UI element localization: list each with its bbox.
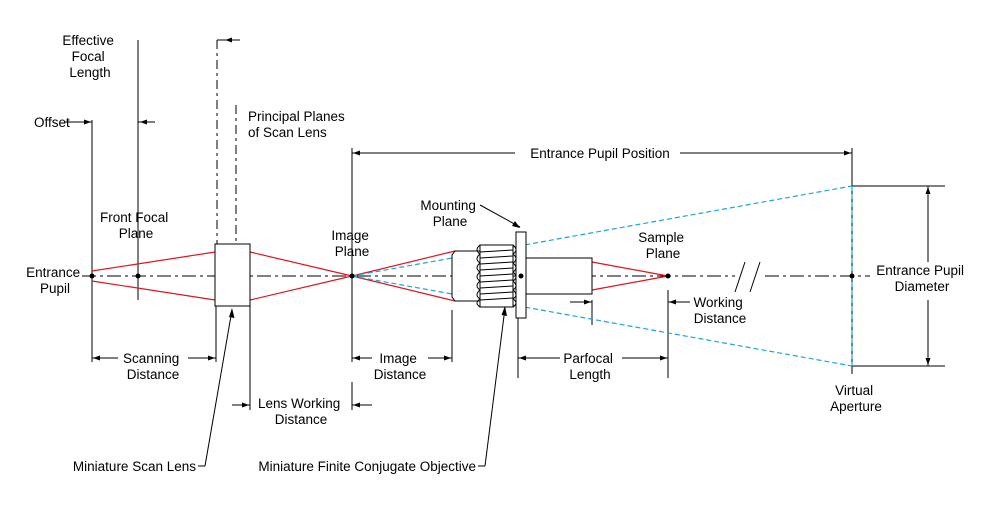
- objective-leader: [484, 307, 506, 467]
- axis-break-mark: [734, 261, 746, 293]
- objective-barrel: [525, 257, 593, 295]
- label-virtual-aperture: Virtual Aperture: [830, 383, 882, 414]
- scan-lens: [214, 243, 251, 307]
- image-point: [349, 273, 355, 279]
- ray-upper-sample: [591, 261, 669, 277]
- label-mounting-plane: Mounting Plane: [420, 198, 479, 229]
- axis-break-mark: [749, 261, 761, 293]
- objective-thread: [476, 244, 517, 308]
- label-entrance-pupil-diameter: Entrance Pupil Diameter: [876, 263, 968, 294]
- label-offset: Offset: [34, 115, 70, 130]
- label-parfocal-length: Parfocal Length: [563, 351, 616, 382]
- entrance-pupil-point: [89, 273, 95, 279]
- virtual-ray-lower: [351, 275, 853, 367]
- mounting-plane-leader: [479, 204, 521, 228]
- ray-lower-image: [351, 275, 456, 302]
- virtual-aperture-point: [849, 273, 855, 279]
- label-lens-working-distance: Lens Working Distance: [258, 396, 344, 427]
- label-image-distance: Image Distance: [374, 351, 427, 382]
- label-effective-focal-length: Effective Focal Length: [62, 33, 117, 80]
- label-principal-planes: Principal Planes of Scan Lens: [248, 109, 349, 140]
- label-image-plane: Image Plane: [331, 228, 372, 259]
- label-front-focal-plane: Front Focal Plane: [100, 210, 172, 241]
- ray-upper-image: [351, 250, 456, 277]
- label-scanning-distance: Scanning Distance: [123, 351, 183, 382]
- sample-point: [665, 273, 671, 279]
- label-entrance-pupil-position: Entrance Pupil Position: [530, 146, 670, 161]
- front-focal-point: [135, 273, 141, 279]
- label-sample-plane: Sample Plane: [638, 230, 688, 261]
- label-miniature-finite-conjugate-objective: Miniature Finite Conjugate Objective: [258, 459, 476, 474]
- virtual-ray-upper: [351, 185, 853, 277]
- scan-lens-leader: [204, 309, 233, 467]
- ray-lower-sample: [591, 275, 669, 291]
- label-working-distance: Working Distance: [693, 295, 746, 326]
- label-entrance-pupil: Entrance Pupil: [26, 265, 84, 296]
- label-miniature-scan-lens: Miniature Scan Lens: [73, 459, 196, 474]
- mounting-point: [518, 273, 524, 279]
